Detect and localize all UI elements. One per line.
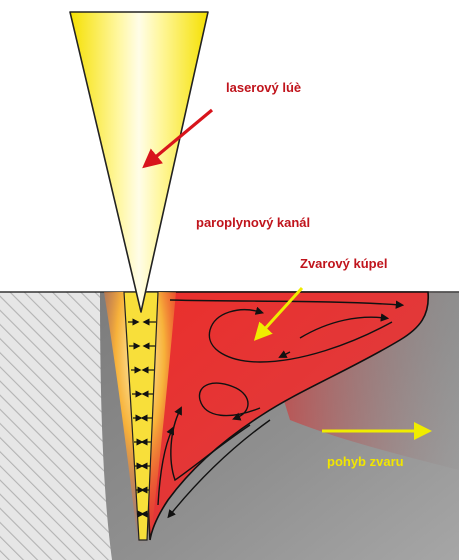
label-laser-beam: laserový lúè: [226, 80, 301, 95]
label-weld-pool: Zvarový kúpel: [300, 256, 387, 271]
label-vapor-channel: paroplynový kanál: [196, 215, 310, 230]
label-weld-motion: pohyb zvaru: [327, 454, 404, 469]
laser-beam: [70, 12, 208, 312]
